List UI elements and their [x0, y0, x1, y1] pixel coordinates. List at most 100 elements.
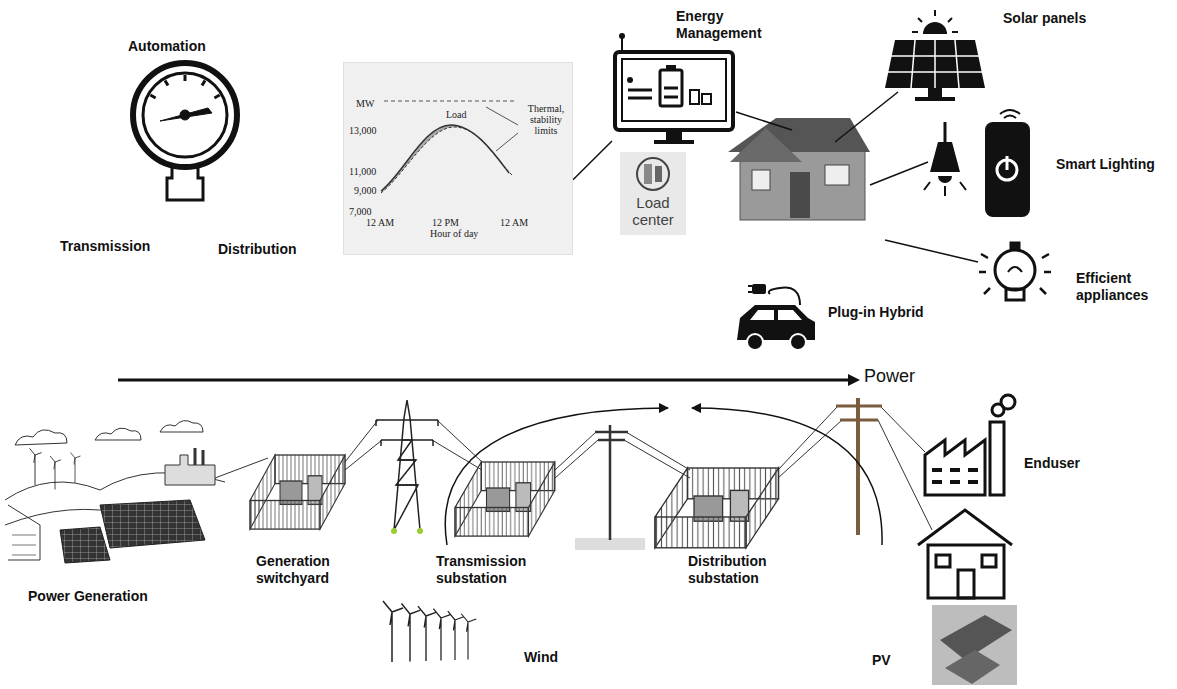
caption-label: Plug-in Hybrid: [828, 304, 924, 321]
monitor-icon: [654, 130, 694, 144]
automation-gauge: [133, 63, 237, 167]
caption-label: Automation: [128, 38, 206, 55]
end-user-icons: [925, 440, 985, 495]
solar-panel-icon: [923, 22, 947, 34]
smart-lighting-icon: [924, 110, 1030, 217]
caption-label: Generation switchyard: [256, 553, 356, 587]
load-curve: [381, 125, 509, 191]
rooftop-pv-photo: [932, 605, 1017, 685]
monitor-icon: [690, 90, 699, 104]
transmission-tower: [376, 420, 438, 485]
wind-turbines: [461, 614, 476, 660]
load-curve: [381, 125, 512, 193]
caption-label: Distribution: [218, 241, 297, 258]
house-picture: [790, 172, 810, 218]
monitor-icon: [615, 52, 733, 130]
caption-label: Power Generation: [28, 588, 148, 605]
solar-panel-icon: [912, 10, 958, 32]
wind-turbines: [383, 601, 403, 662]
wind-turbines: [401, 604, 420, 662]
power-generation-landscape: [100, 500, 205, 548]
power-generation-landscape: [30, 448, 42, 485]
monitor-icon: [666, 65, 676, 70]
node-text: 12 AM: [366, 217, 394, 228]
power-generation-landscape: [165, 455, 215, 485]
house-picture: [730, 128, 802, 162]
leader-line: [736, 92, 978, 262]
efficient-bulb-icon: [1010, 242, 1020, 250]
house-picture: [752, 170, 770, 190]
smart-lighting-icon: [930, 142, 960, 172]
node-text: 12 PM: [432, 217, 459, 228]
breaker-icon: [644, 164, 652, 184]
wind-turbines: [448, 611, 464, 660]
smart-lighting-icon: [1006, 156, 1009, 170]
leader-line: [870, 162, 928, 185]
transmission-tower: [376, 400, 438, 534]
caption-label: Efficient appliances: [1076, 270, 1170, 304]
end-user-icons: [982, 555, 996, 567]
caption-label: Enduser: [1024, 455, 1080, 472]
automation-gauge: [180, 110, 190, 120]
power-generation-landscape: [160, 421, 203, 432]
solar-panel-icon: [885, 10, 985, 101]
power-generation-landscape: [60, 527, 110, 563]
distribution-substation: [655, 468, 779, 548]
solar-panel-icon: [885, 40, 985, 88]
smart-lighting-icon: [938, 176, 952, 183]
monitor-icon: [628, 90, 652, 98]
monitor-icon: [621, 38, 623, 52]
house-picture: [728, 118, 870, 220]
generation-switchyard: [250, 455, 345, 529]
monitor-icon: [702, 94, 711, 104]
end-user-icons: [918, 510, 1012, 545]
power-generation-landscape: [71, 453, 81, 484]
feedback-arrow: [692, 408, 882, 545]
transmission-tower: [376, 420, 438, 446]
end-user-icons: [918, 395, 1015, 598]
end-user-icons: [1001, 395, 1015, 409]
smart-lighting-icon: [944, 122, 947, 142]
power-generation-landscape: [15, 430, 67, 445]
caption-label: Solar panels: [1003, 10, 1086, 27]
breaker-icon: [637, 158, 669, 190]
node-text: Load center: [624, 194, 682, 229]
end-user-icons: [990, 422, 1004, 495]
caption-label: Transmission substation: [436, 553, 552, 587]
node-text: 9,000: [354, 185, 377, 196]
power-arrow: [118, 374, 860, 386]
smart-lighting-icon: [985, 122, 1030, 217]
power-wire: [345, 420, 382, 470]
power-wire: [215, 406, 932, 530]
utility-pole: [836, 406, 882, 420]
automation-gauge: [133, 63, 237, 200]
power-arrow: [848, 374, 860, 386]
load-chart: MW13,00011,0009,0007,00012 AM12 PM12 AMH…: [343, 62, 573, 255]
wind-turbines: [433, 609, 450, 661]
monitor-icon: [619, 33, 625, 39]
plug-in-hybrid-icon: [790, 334, 806, 350]
connector-line: [573, 141, 612, 180]
end-user-icons: [932, 470, 978, 482]
efficient-bulb-icon: [979, 254, 1051, 294]
power-generation-landscape: [12, 535, 36, 555]
energy-management-icon: Energy Management: [612, 8, 778, 148]
caption-label: Distribution substation: [688, 553, 798, 587]
node-text: 12 AM: [500, 217, 528, 228]
monitor-icon: [664, 88, 678, 97]
rooftop-pv-photo: [932, 605, 1017, 685]
node-text: Hour of day: [430, 228, 478, 239]
breaker-icon: [620, 152, 686, 194]
solar-panel-icon: [915, 97, 955, 101]
wind-turbines: [383, 601, 476, 662]
rooftop-pv-photo: [945, 650, 1000, 684]
transmission-tower: [394, 440, 418, 530]
smart-lighting-icon: [1000, 110, 1020, 118]
automation-gauge: [160, 108, 212, 121]
leader-line: [835, 92, 898, 142]
solar-panel-icon: [928, 88, 942, 97]
utility-pole: [575, 398, 882, 550]
